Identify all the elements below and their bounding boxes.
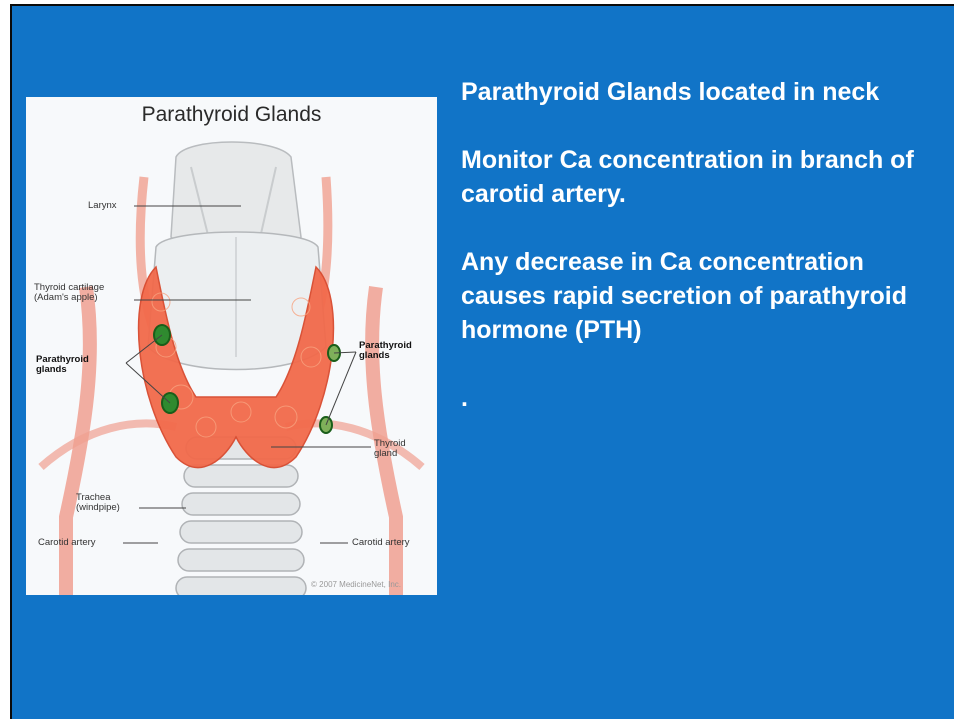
slide-text: Parathyroid Glands located in neck Monit… <box>461 75 941 449</box>
trailing-dot: . <box>461 381 941 415</box>
label-larynx: Larynx <box>88 201 117 211</box>
bullet-1: Parathyroid Glands located in neck <box>461 75 941 109</box>
label-carotid-left: Carotid artery <box>38 538 96 548</box>
label-thyroid-cartilage: Thyroid cartilage (Adam's apple) <box>34 283 104 303</box>
parathyroid-illustration: Parathyroid Glands Larynx Thyroid cartil… <box>26 97 437 595</box>
label-trachea: Trachea (windpipe) <box>76 493 120 513</box>
label-thyroid-gland: Thyroid gland <box>374 439 406 459</box>
label-carotid-right: Carotid artery <box>352 538 410 548</box>
figure-title: Parathyroid Glands <box>26 103 437 127</box>
image-credit: © 2007 MedicineNet, Inc. <box>311 580 401 589</box>
bullet-2: Monitor Ca concentration in branch of ca… <box>461 143 941 211</box>
label-parathyroid-left: Parathyroid glands <box>36 355 89 375</box>
label-parathyroid-right: Parathyroid glands <box>359 341 412 361</box>
slide: Parathyroid Glands Larynx Thyroid cartil… <box>10 4 954 719</box>
bullet-3: Any decrease in Ca concentration causes … <box>461 245 941 347</box>
